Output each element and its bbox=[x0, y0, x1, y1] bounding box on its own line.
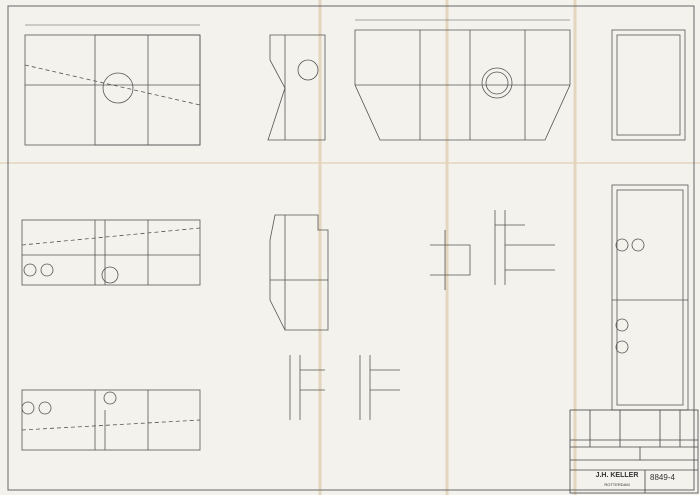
view-mid-left bbox=[21, 219, 201, 286]
view-side-section bbox=[267, 34, 326, 141]
title-block-company: J.H. KELLER bbox=[595, 472, 639, 479]
drawing-number: 8849-4 bbox=[650, 473, 675, 482]
view-top-center bbox=[354, 19, 571, 141]
view-section-bb bbox=[269, 214, 329, 331]
view-top-left bbox=[24, 24, 201, 146]
view-top-right bbox=[611, 29, 686, 141]
view-right-elevation bbox=[611, 184, 689, 411]
detail-views bbox=[289, 210, 555, 420]
opening-circle bbox=[102, 72, 134, 104]
view-bottom-left bbox=[21, 389, 201, 451]
sheet-border bbox=[7, 5, 695, 491]
title-block-city: ROTTERDAM bbox=[604, 482, 630, 487]
title-block bbox=[569, 409, 699, 494]
